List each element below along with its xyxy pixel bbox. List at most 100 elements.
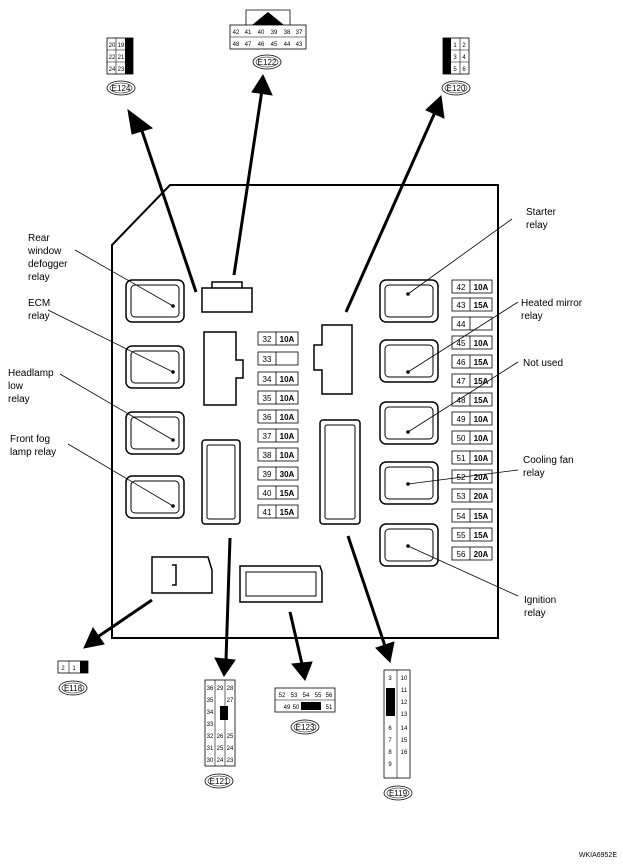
label-line: relay — [521, 311, 543, 322]
pin-label: 10 — [401, 676, 408, 682]
relay-headlamp-low — [125, 411, 185, 455]
fuse-num: 56 — [457, 550, 466, 559]
label-line: low — [8, 381, 24, 392]
pin-label: 45 — [271, 42, 278, 48]
relay-label-headlamp-low: Headlamp low relay — [8, 368, 54, 405]
connector-id: E124 — [112, 84, 131, 93]
pin-label: 31 — [207, 746, 214, 752]
label-line: relay — [523, 468, 545, 479]
pin-label: 1 — [72, 666, 76, 672]
fuse-amp: 10A — [474, 339, 489, 348]
pin-label: 2 — [61, 666, 65, 672]
fuse-39: 39 30A — [257, 466, 299, 481]
fuse-35: 35 10A — [257, 390, 299, 405]
pin-label: 41 — [245, 30, 252, 36]
pin-label: 47 — [245, 42, 252, 48]
fuse-num: 32 — [263, 335, 272, 344]
pin-label: 16 — [401, 750, 408, 756]
fuse-amp: 15A — [474, 301, 489, 310]
pin-label: 27 — [227, 698, 234, 704]
fuse-num: 44 — [457, 320, 466, 329]
fuse-amp: 10A — [280, 451, 295, 460]
fuse-num: 53 — [457, 492, 466, 501]
relay-ecm — [125, 345, 185, 389]
pin-label: 30 — [207, 758, 214, 764]
connector-e120: 1 2 3 4 5 6 E120 — [441, 37, 471, 96]
pin-label: 50 — [293, 705, 300, 711]
pin-label: 44 — [284, 42, 291, 48]
label-line: Headlamp — [8, 368, 54, 379]
pin-label: 55 — [315, 693, 322, 699]
fuse-amp: 10A — [280, 432, 295, 441]
connector-e122: 42 41 40 39 38 37 48 47 46 45 44 43 E122 — [229, 9, 307, 70]
pin-label: 54 — [303, 693, 310, 699]
fuse-num: 55 — [457, 531, 466, 540]
label-line: window — [27, 246, 62, 257]
pin-label: 32 — [207, 734, 214, 740]
pin-label: 33 — [207, 722, 214, 728]
fuse-47: 47 15A — [451, 373, 493, 388]
center-fuse-column: 32 10A 33 34 10A 35 10A 36 10A 37 10A 38… — [257, 331, 299, 519]
relay-label-front-fog-lamp: Front fog lamp relay — [10, 434, 56, 458]
fuse-amp: 10A — [280, 335, 295, 344]
fuse-52: 52 20A — [451, 469, 493, 484]
fuse-amp: 20A — [474, 473, 489, 482]
fuse-amp: 10A — [474, 454, 489, 463]
fuse-amp: 15A — [474, 396, 489, 405]
pin-label: 34 — [207, 710, 214, 716]
fuse-num: 42 — [457, 283, 466, 292]
fuse-54: 54 15A — [451, 508, 493, 523]
leader-dots — [171, 292, 410, 548]
pin-label: 19 — [118, 43, 125, 49]
fuse-45: 45 10A — [451, 335, 493, 350]
connector-arrows — [83, 73, 445, 681]
fuse-42: 42 10A — [451, 279, 493, 294]
fuse-amp: 10A — [280, 413, 295, 422]
fuse-amp: 20A — [474, 492, 489, 501]
connector-e124: 20 19 22 21 24 23 E124 — [106, 37, 136, 96]
label-line: defogger — [28, 259, 68, 270]
fuse-33: 33 — [257, 351, 299, 366]
relay-label-rear-window-defogger: Rear window defogger relay — [27, 233, 68, 283]
fuse-amp: 15A — [280, 508, 295, 517]
fuse-num: 39 — [263, 470, 272, 479]
pin-label: 38 — [284, 30, 291, 36]
pin-label: 42 — [233, 30, 240, 36]
relay-rear-window-defogger — [125, 279, 185, 323]
pin-label: 14 — [401, 726, 408, 732]
pin-label: 15 — [401, 738, 408, 744]
label-line: Not used — [523, 358, 563, 369]
pin-label: 23 — [118, 67, 125, 73]
label-line: Cooling fan — [523, 455, 574, 466]
connector-id: E118 — [64, 684, 83, 693]
label-line: relay — [28, 311, 50, 322]
pin-label: 35 — [207, 698, 214, 704]
fuse-num: 40 — [263, 489, 272, 498]
fuse-num: 37 — [263, 432, 272, 441]
connector-id: E119 — [389, 789, 408, 798]
fuse-44: 44 — [451, 316, 493, 331]
fuse-49: 49 10A — [451, 411, 493, 426]
document-id: WKIA6952E — [579, 852, 617, 859]
pin-label: 20 — [109, 43, 116, 49]
pin-label: 22 — [109, 55, 116, 61]
pin-label: 56 — [326, 693, 333, 699]
fuse-amp: 10A — [280, 394, 295, 403]
pin-label: 53 — [291, 693, 298, 699]
label-line: lamp relay — [10, 447, 56, 458]
connector-e123: 52 53 54 55 56 49 50 51 E123 — [274, 687, 336, 735]
fuse-34: 34 10A — [257, 371, 299, 386]
fuse-num: 46 — [457, 358, 466, 367]
pin-label: 3 — [388, 676, 392, 682]
label-line: Rear — [28, 233, 50, 244]
fuse-amp: 10A — [474, 434, 489, 443]
fuse-amp: 20A — [474, 550, 489, 559]
pin-label: 2 — [462, 43, 466, 49]
pin-label: 24 — [109, 67, 116, 73]
relay-heated-mirror — [379, 339, 439, 383]
fuse-amp: 30A — [280, 470, 295, 479]
pin-label: 13 — [401, 712, 408, 718]
fuse-36: 36 10A — [257, 409, 299, 424]
right-fuse-column: 42 10A 43 15A 44 45 10A 46 15A 47 15A 48… — [451, 279, 493, 561]
